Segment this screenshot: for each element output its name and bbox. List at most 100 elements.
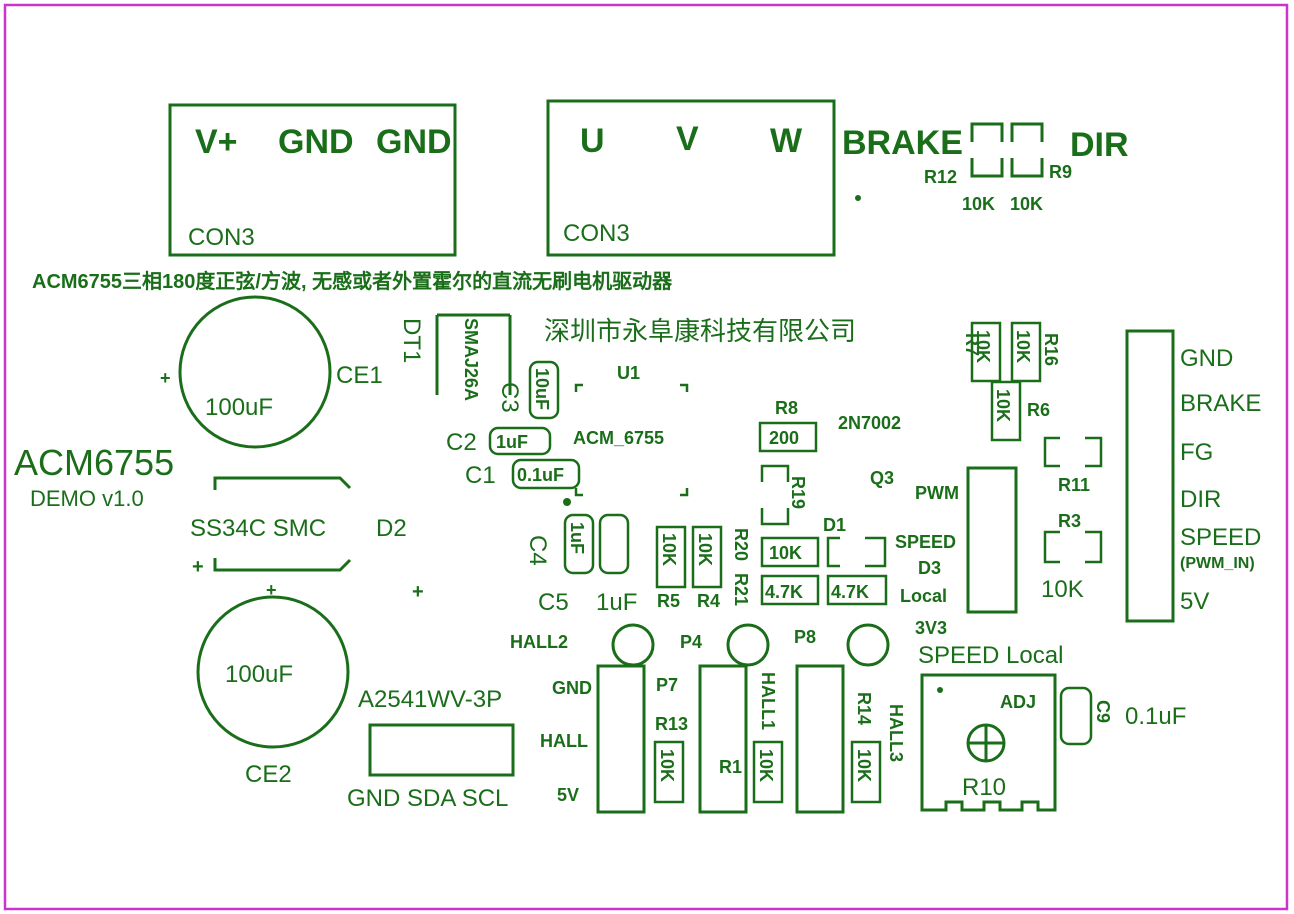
hall2-label: HALL2: [510, 632, 568, 652]
power-connector-ref: CON3: [188, 224, 255, 251]
r21-resistor: R21 4.7K: [731, 573, 820, 606]
u1-pin1-dot: [563, 498, 571, 506]
d1-ref: D1: [823, 515, 846, 535]
r1-resistor: [752, 740, 784, 804]
c9-ref: C9: [1093, 700, 1113, 723]
r4-ref: R4: [697, 591, 720, 611]
ce1-ref: CE1: [336, 362, 383, 389]
motor-pin-u: U: [580, 122, 605, 160]
motor-pin-w: W: [770, 122, 803, 160]
r21-ref: R21: [731, 573, 751, 606]
power-pin-gnd-2: GND: [376, 123, 452, 161]
r14-resistor: [850, 740, 882, 804]
board-name: ACM6755: [14, 442, 174, 483]
motor-pin-v: V: [676, 120, 699, 158]
plus-mark: +: [412, 581, 424, 603]
r5-resistor: 10K R5: [655, 525, 687, 611]
c4-value: 1uF: [567, 522, 587, 554]
c3-capacitor: 10uF C3: [496, 360, 560, 420]
board-outline: [3, 3, 1289, 911]
i2c-pins: GND SDA SCL: [347, 785, 508, 812]
c1-ref: C1: [465, 462, 496, 489]
power-connector: V+ GND GND CON3: [168, 103, 457, 257]
d2-part: SS34C SMC: [190, 515, 326, 542]
r14-value: 10K: [854, 749, 874, 782]
d3-ref: D3: [918, 558, 941, 578]
r14-ref: R14: [854, 692, 874, 725]
r20-ref: R20: [731, 528, 751, 561]
p7-label: P7: [656, 675, 678, 695]
motor-connector-ref: CON3: [563, 220, 630, 247]
r13-value: 10K: [657, 749, 677, 782]
dt1-part: SMAJ26A: [461, 318, 481, 401]
dt1-ref: DT1: [398, 318, 425, 363]
i2c-part: A2541WV-3P: [358, 686, 502, 713]
mode-switch: PWM SPEED Local: [895, 466, 1018, 614]
i2c-connector: A2541WV-3P GND SDA SCL: [347, 686, 515, 812]
speed-potentiometer: 3V3 SPEED Local ADJ R10: [915, 618, 1063, 812]
d2-ref: D2: [376, 515, 407, 542]
hall-section: HALL2 P4 P8 GND HALL 5V P7 R13 10K R1 10…: [510, 623, 906, 814]
hall3-pad: [846, 623, 890, 667]
io-pin-speed-note: (PWM_IN): [1180, 555, 1255, 572]
u1-ref: U1: [617, 363, 640, 383]
motor-connector: U V W CON3: [546, 99, 836, 257]
q3-part: 2N7002: [838, 413, 901, 433]
r12-resistor: R12 10K: [924, 122, 1004, 214]
r9-resistor: R9 10K: [1010, 122, 1072, 214]
hall-gnd-label: GND: [552, 678, 592, 698]
c2-capacitor: C2 1uF: [446, 426, 552, 456]
r21-value: 4.7K: [765, 582, 803, 602]
c5-value: 1uF: [596, 589, 637, 616]
c3-ref: C3: [496, 382, 523, 413]
r1-value: 10K: [756, 749, 776, 782]
r16-ref: R16: [1041, 333, 1061, 366]
c2-ref: C2: [446, 429, 477, 456]
switch-label-speed: SPEED: [895, 532, 956, 552]
io-header: GND BRAKE FG DIR SPEED (PWM_IN) 5V: [1125, 329, 1261, 623]
r9-ref: R9: [1049, 162, 1072, 182]
q3-ref: Q3: [870, 468, 894, 488]
io-pin-speed: SPEED: [1180, 524, 1261, 551]
dir-label: DIR: [1070, 126, 1129, 164]
p7-header: [596, 664, 646, 814]
r6-resistor: 10K R6: [990, 380, 1050, 442]
io-pin-brake: BRAKE: [1180, 390, 1261, 417]
c5-capacitor: C5 1uF: [538, 513, 637, 616]
r16-resistor: 10K R16: [1010, 321, 1061, 383]
r7-ref: R7: [962, 333, 982, 356]
ce2-plus: +: [266, 580, 277, 600]
r9-value: 10K: [1010, 194, 1043, 214]
r6-value: 10K: [993, 389, 1013, 422]
switch-label-pwm: PWM: [915, 483, 959, 503]
ce2-ref: CE2: [245, 761, 292, 788]
switch-label-local: Local: [900, 586, 947, 606]
r7-resistor: 10K R7: [962, 321, 1002, 383]
hall-signal-label: HALL: [540, 731, 588, 751]
r5-ref: R5: [657, 591, 680, 611]
r19-resistor: R19: [760, 464, 808, 526]
power-pin-gnd-1: GND: [278, 123, 354, 161]
pin1-dot: [855, 195, 861, 201]
r8-ref: R8: [775, 398, 798, 418]
dt1-tvs: DT1 SMAJ26A: [398, 313, 512, 401]
r20-value: 10K: [769, 543, 802, 563]
company-name: 深圳市永阜康科技有限公司: [544, 316, 856, 346]
io-pin-dir: DIR: [1180, 486, 1221, 513]
ce1-value: 100uF: [205, 394, 273, 421]
power-pin-vplus: V+: [195, 123, 238, 161]
c2-value: 1uF: [496, 432, 528, 452]
c5-ref: C5: [538, 589, 569, 616]
r13-ref: R13: [655, 714, 688, 734]
r3-ref: R3: [1058, 511, 1081, 531]
pot-supply-label: 3V3: [915, 618, 947, 638]
r7-value: 10K: [973, 330, 993, 363]
board-version: DEMO v1.0: [30, 486, 144, 511]
p4-label: P4: [680, 632, 702, 652]
r8-resistor: R8 200: [758, 398, 818, 453]
r5-value: 10K: [659, 533, 679, 566]
pot-mode-label: SPEED Local: [918, 642, 1063, 669]
r12-value: 10K: [962, 194, 995, 214]
r16-value: 10K: [1013, 330, 1033, 363]
hall3-label: HALL3: [886, 704, 906, 762]
